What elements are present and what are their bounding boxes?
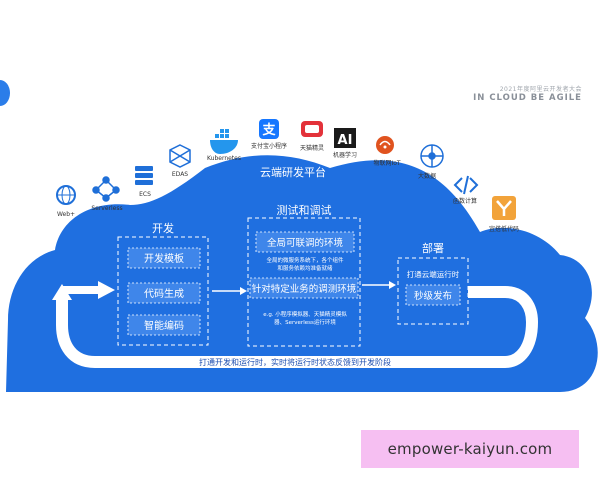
ecs-icon [135,166,153,185]
kubernetes-label: Kubernetes [207,155,241,162]
function-compute-label: 函数计算 [453,197,477,205]
feedback-caption: 打通开发和运行时，实时将运行时状态反馈到开发阶段 [199,357,391,367]
alipay-miniapp-icon: 支 [259,119,279,139]
develop-group [117,236,209,346]
develop-item-codegen-label: 代码生成 [144,287,184,300]
svg-text:支: 支 [261,122,276,138]
machine-learning-label: 机器学习 [333,151,357,159]
machine-learning-icon: AI [334,128,356,148]
watermark-banner: empower-kaiyun.com [361,430,579,468]
feedback-arrow-to-develop [98,281,115,299]
deploy-subtitle: 打通云端运行时 [407,269,460,279]
test-title: 测试和调试 [277,204,332,217]
svg-text:AI: AI [338,133,353,148]
test-box-global-env-label: 全局可联调的环境 [267,237,344,249]
low-code-label: 宜搭低代码 [489,225,519,233]
iot-icon [376,136,394,154]
test-note1-line1: 全局的微服务系统下，各个组件 [266,256,344,264]
test-note1-line2: 和服务依赖均准备就绪 [277,264,333,272]
edas-label: EDAS [172,171,188,178]
test-note2-line2: 器、Serverless运行环境 [274,318,336,326]
deploy-group [397,257,469,325]
develop-title: 开发 [152,221,174,235]
serverless-icon [92,176,120,202]
deploy-button-label: 秒级发布 [414,290,452,302]
edas-icon [169,144,191,168]
test-box-specific-env-label: 针对特定业务的调测环境 [252,283,357,295]
serverless-label: Serverless [91,205,122,212]
web-plus-icon [56,185,76,205]
watermark-text: empower-kaiyun.com [387,440,553,458]
develop-item-codegen[interactable] [127,282,201,304]
arrow-test-deploy-head [389,281,396,289]
test-box-global-env[interactable] [255,231,355,253]
conference-title: IN CLOUD BE AGILE [473,93,582,103]
test-group [247,217,361,347]
function-compute-icon [453,175,479,195]
platform-title: 云端研发平台 [260,165,326,179]
big-data-icon [420,144,444,168]
feedback-loop-band [56,286,538,368]
slide-nav-dot [0,80,10,106]
arrow-develop-test-head [240,287,247,295]
low-code-icon [492,196,516,220]
test-box-specific-env[interactable] [249,277,359,299]
develop-item-smartcode[interactable] [127,314,201,336]
web-plus-label: Web+ [57,211,75,218]
tmall-genie-icon [301,121,323,137]
tmall-genie-label: 天猫精灵 [300,144,324,152]
big-data-label: 大数据 [418,172,436,180]
develop-item-smartcode-label: 智能编码 [144,319,184,332]
deploy-button[interactable] [405,284,461,306]
ecs-label: ECS [139,191,151,198]
conference-subtitle: 2021年度阿里云开发者大会 [499,86,582,93]
develop-item-template[interactable] [127,247,201,269]
alipay-miniapp-label: 支付宝小程序 [251,142,287,150]
deploy-title: 部署 [422,241,444,255]
test-note2-line1: e.g. 小程序模拟器、天猫精灵模拟 [263,310,347,318]
kubernetes-icon [210,129,238,154]
iot-label: 物联网IoT [373,159,400,167]
develop-item-template-label: 开发模板 [144,252,184,265]
